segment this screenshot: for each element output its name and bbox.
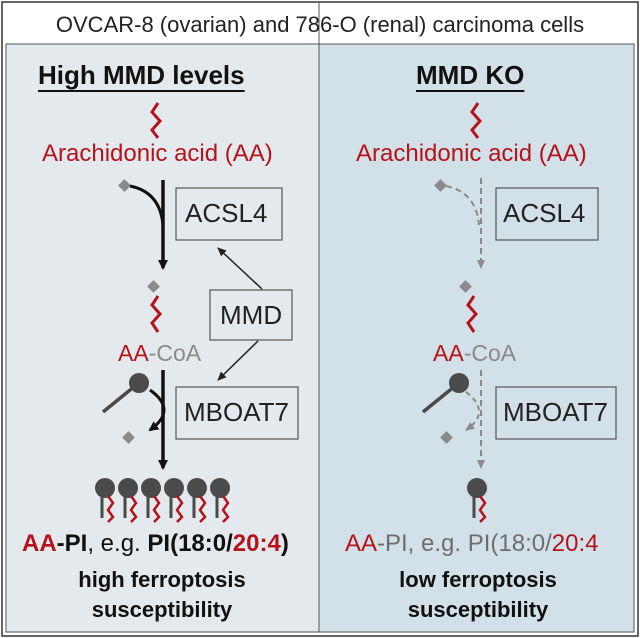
mboat7-curve-arrow-right [465, 391, 480, 431]
aa-zigzag-icon [150, 102, 163, 139]
coa-diamond-icon-right [434, 179, 447, 192]
phospholipid-4 [164, 478, 184, 523]
acsl4-box-right [495, 187, 599, 241]
left-product-aa: AA [22, 530, 57, 557]
phospholipid-row-left [95, 478, 230, 523]
released-coa-diamond-icon-right [440, 431, 453, 444]
aa-zigzag-icon-right [470, 102, 483, 139]
left-substrate-label: Arachidonic acid (AA) [42, 140, 273, 167]
right-heading: MMD KO [416, 60, 525, 90]
left-product-18: 18:0 [178, 530, 227, 557]
phospholipid-6 [210, 478, 230, 523]
left-heading: High MMD levels [38, 60, 245, 90]
left-panel [5, 43, 320, 633]
left-mmd-label: MMD [220, 300, 283, 330]
mmd-box [209, 289, 293, 341]
lysopi-head-icon [129, 373, 149, 393]
left-product-20: 20:4 [232, 530, 281, 557]
coa-diamond-icon [118, 179, 131, 192]
right-substrate-label: Arachidonic acid (AA) [356, 140, 587, 167]
phospholipid-2 [118, 478, 138, 523]
right-mboat7-label: MBOAT7 [503, 397, 608, 427]
lysopi-tail [101, 384, 137, 414]
aacoa-zigzag-icon [150, 295, 163, 333]
left-outcome: high ferroptosis susceptibility [12, 565, 312, 625]
mboat7-box-right [495, 386, 617, 440]
left-aacoa-coa: -CoA [148, 340, 202, 366]
left-product-pi2: PI( [147, 530, 179, 557]
right-outcome-line2: susceptibility [407, 597, 549, 622]
right-outcome: low ferroptosis susceptibility [328, 565, 628, 625]
left-outcome-line1: high ferroptosis [78, 567, 246, 592]
left-acsl4-label: ACSL4 [185, 198, 268, 228]
right-aacoa-label: AA-CoA [433, 340, 516, 367]
right-panel [318, 43, 635, 633]
left-aacoa-label: AA-CoA [118, 340, 201, 367]
right-outcome-line1: low ferroptosis [399, 567, 557, 592]
left-product-slash: / [226, 530, 233, 557]
mmd-to-acsl4-arrow [217, 247, 263, 290]
right-acsl4-label: ACSL4 [503, 198, 586, 228]
released-coa-diamond-icon [122, 431, 135, 444]
left-mboat7-label: MBOAT7 [184, 397, 289, 427]
acsl4-curve-arrow-right [445, 185, 480, 226]
mmd-to-mboat7-arrow [217, 340, 259, 381]
phospholipid-1 [95, 478, 115, 523]
left-product-close: ) [280, 530, 289, 557]
aacoa-diamond-icon-right [459, 280, 472, 293]
aacoa-diamond-icon [147, 280, 160, 293]
right-product-pi: -PI, e.g. PI(18:0/ [377, 530, 552, 557]
aacoa-zigzag-icon-right [466, 295, 479, 333]
right-aacoa-coa: -CoA [463, 340, 517, 366]
mboat7-box [175, 386, 299, 440]
left-product-label: AA-PI, e.g. PI(18:0/20:4) [22, 530, 289, 558]
left-product-pi: -PI [56, 530, 88, 557]
right-product-aa: AA [345, 530, 378, 557]
left-outcome-line2: susceptibility [91, 597, 233, 622]
lysopi-tail-right [421, 384, 457, 414]
left-product-eg: , e.g. [87, 530, 148, 557]
phospholipid-5 [187, 478, 207, 523]
acsl4-box [175, 187, 283, 241]
right-product-label: AA-PI, e.g. PI(18:0/20:4 [345, 530, 598, 558]
right-product-20: 20:4 [551, 530, 599, 557]
phospholipid-3 [141, 478, 161, 523]
phospholipid-right [467, 478, 487, 523]
right-aacoa-aa: AA [433, 340, 464, 366]
figure-title: OVCAR-8 (ovarian) and 786-O (renal) carc… [55, 12, 585, 37]
lysopi-head-icon-right [449, 373, 469, 393]
left-aacoa-aa: AA [118, 340, 149, 366]
